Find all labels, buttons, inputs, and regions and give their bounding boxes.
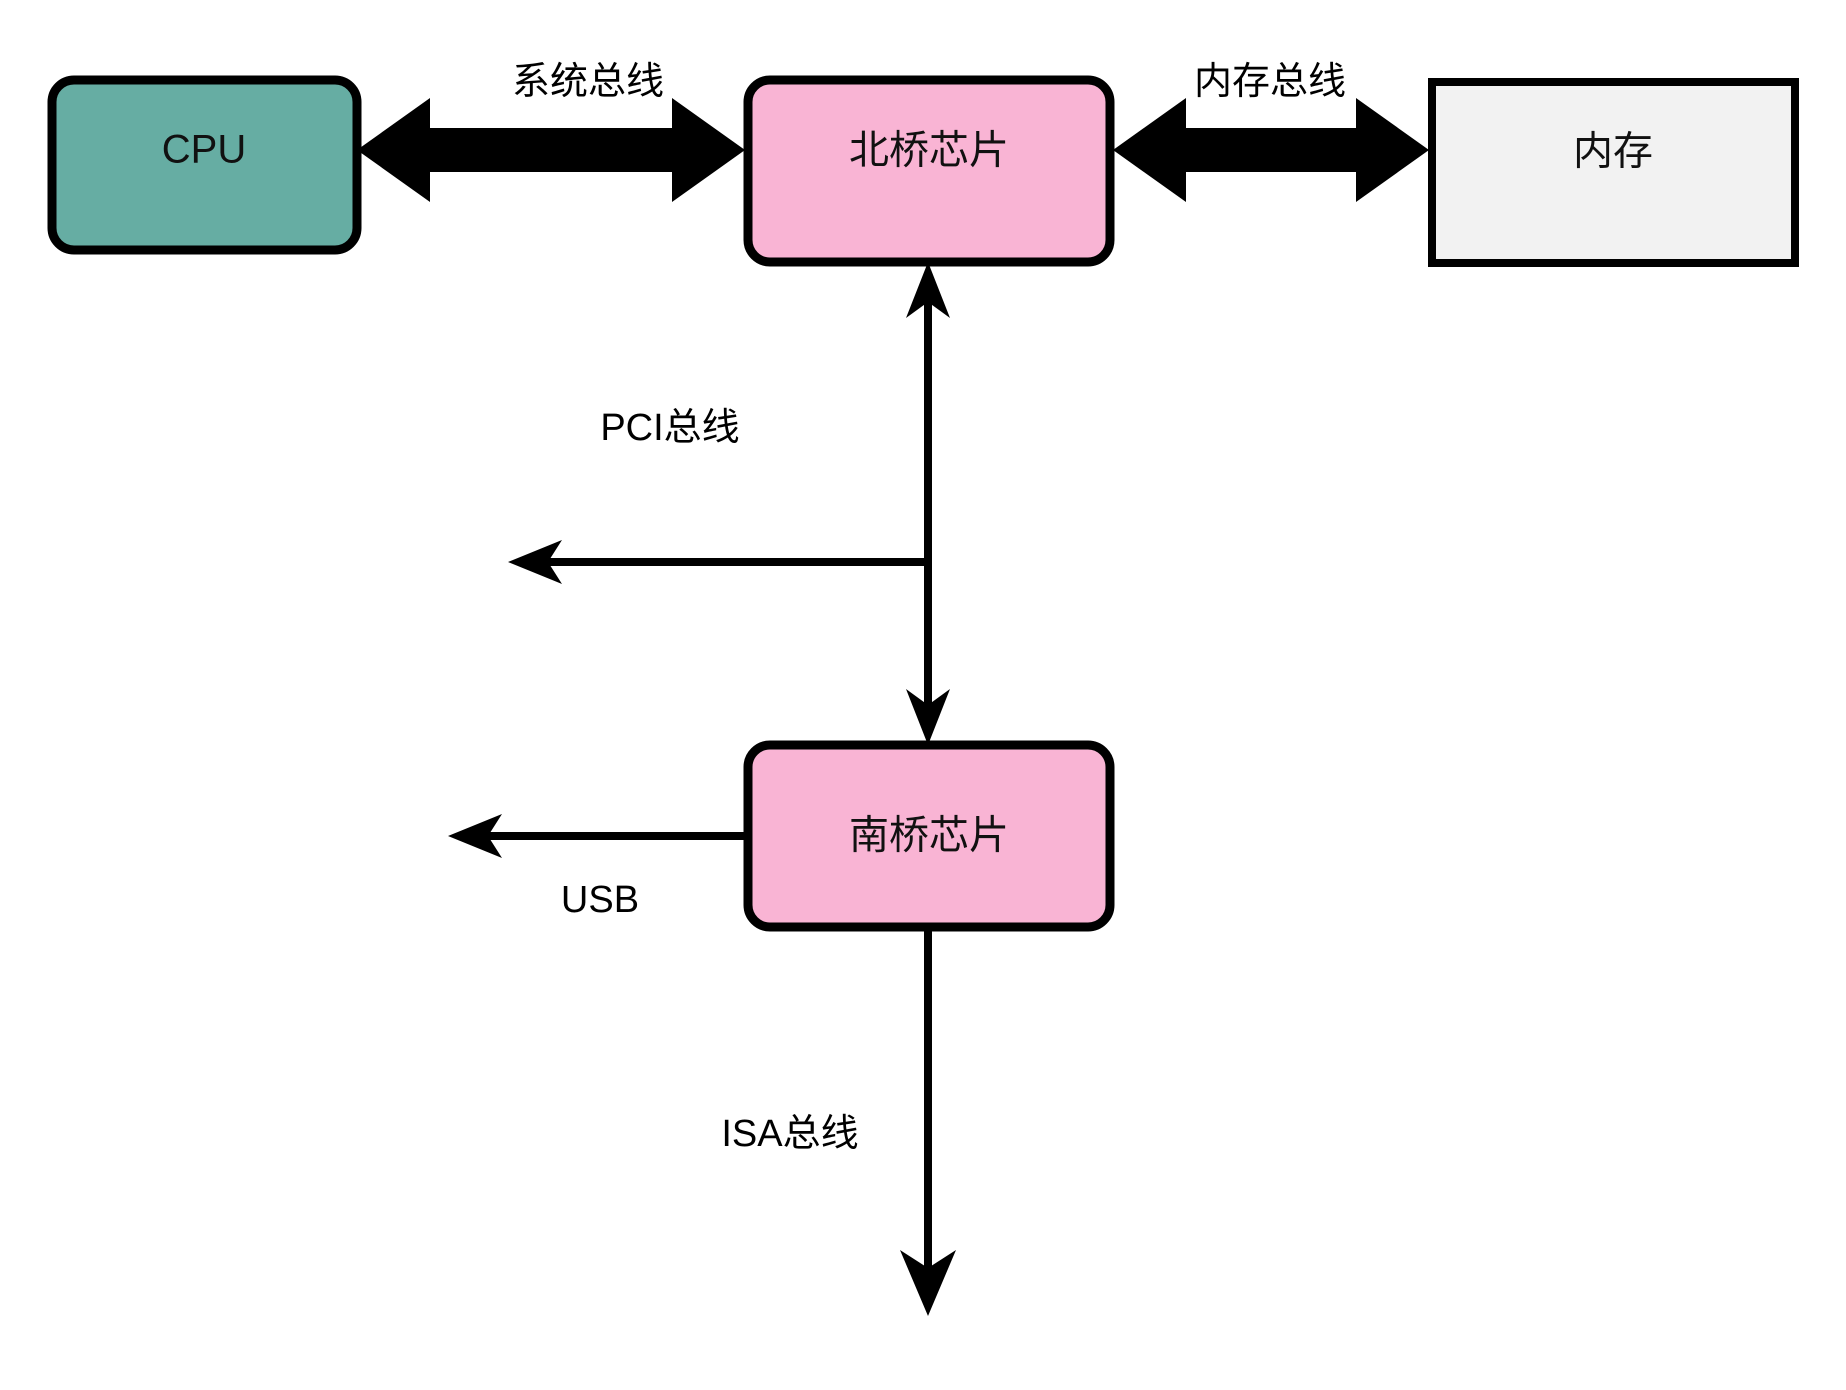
edge-label-pci-bus: PCI总线 — [600, 407, 739, 449]
isa-bus-arrowhead — [900, 1250, 956, 1316]
pci-bus-down-arrowhead — [906, 689, 950, 745]
edge-label-system-bus: 系统总线 — [512, 61, 664, 103]
node-memory[interactable]: 内存 — [1428, 78, 1799, 267]
node-cpu[interactable]: CPU — [47, 75, 362, 255]
pci-bus-up-arrowhead — [906, 262, 950, 318]
edge-pci-bus — [906, 262, 950, 745]
cpu-box[interactable] — [47, 75, 362, 255]
system-bus-arrow — [357, 98, 745, 202]
edge-system-bus — [357, 98, 745, 202]
edge-label-isa-bus: ISA总线 — [721, 1113, 858, 1155]
edge-pci-branch — [508, 540, 928, 584]
memory-box[interactable] — [1428, 78, 1799, 267]
pci-branch-arrowhead — [508, 540, 562, 584]
memory-bus-arrow — [1113, 98, 1429, 202]
memory-label: 内存 — [1573, 130, 1653, 174]
usb-arrowhead — [448, 814, 502, 858]
edge-memory-bus — [1113, 98, 1429, 202]
cpu-label: CPU — [162, 128, 246, 172]
edge-label-usb: USB — [561, 879, 639, 921]
node-southbridge[interactable]: 南桥芯片 — [743, 740, 1115, 932]
northbridge-box[interactable] — [743, 75, 1115, 267]
edge-isa-bus — [900, 927, 956, 1316]
edge-usb — [448, 814, 748, 858]
node-northbridge[interactable]: 北桥芯片 — [743, 75, 1115, 267]
edge-label-memory-bus: 内存总线 — [1194, 61, 1346, 103]
southbridge-box[interactable] — [743, 740, 1115, 932]
northbridge-label: 北桥芯片 — [849, 129, 1009, 173]
southbridge-label: 南桥芯片 — [849, 814, 1009, 858]
